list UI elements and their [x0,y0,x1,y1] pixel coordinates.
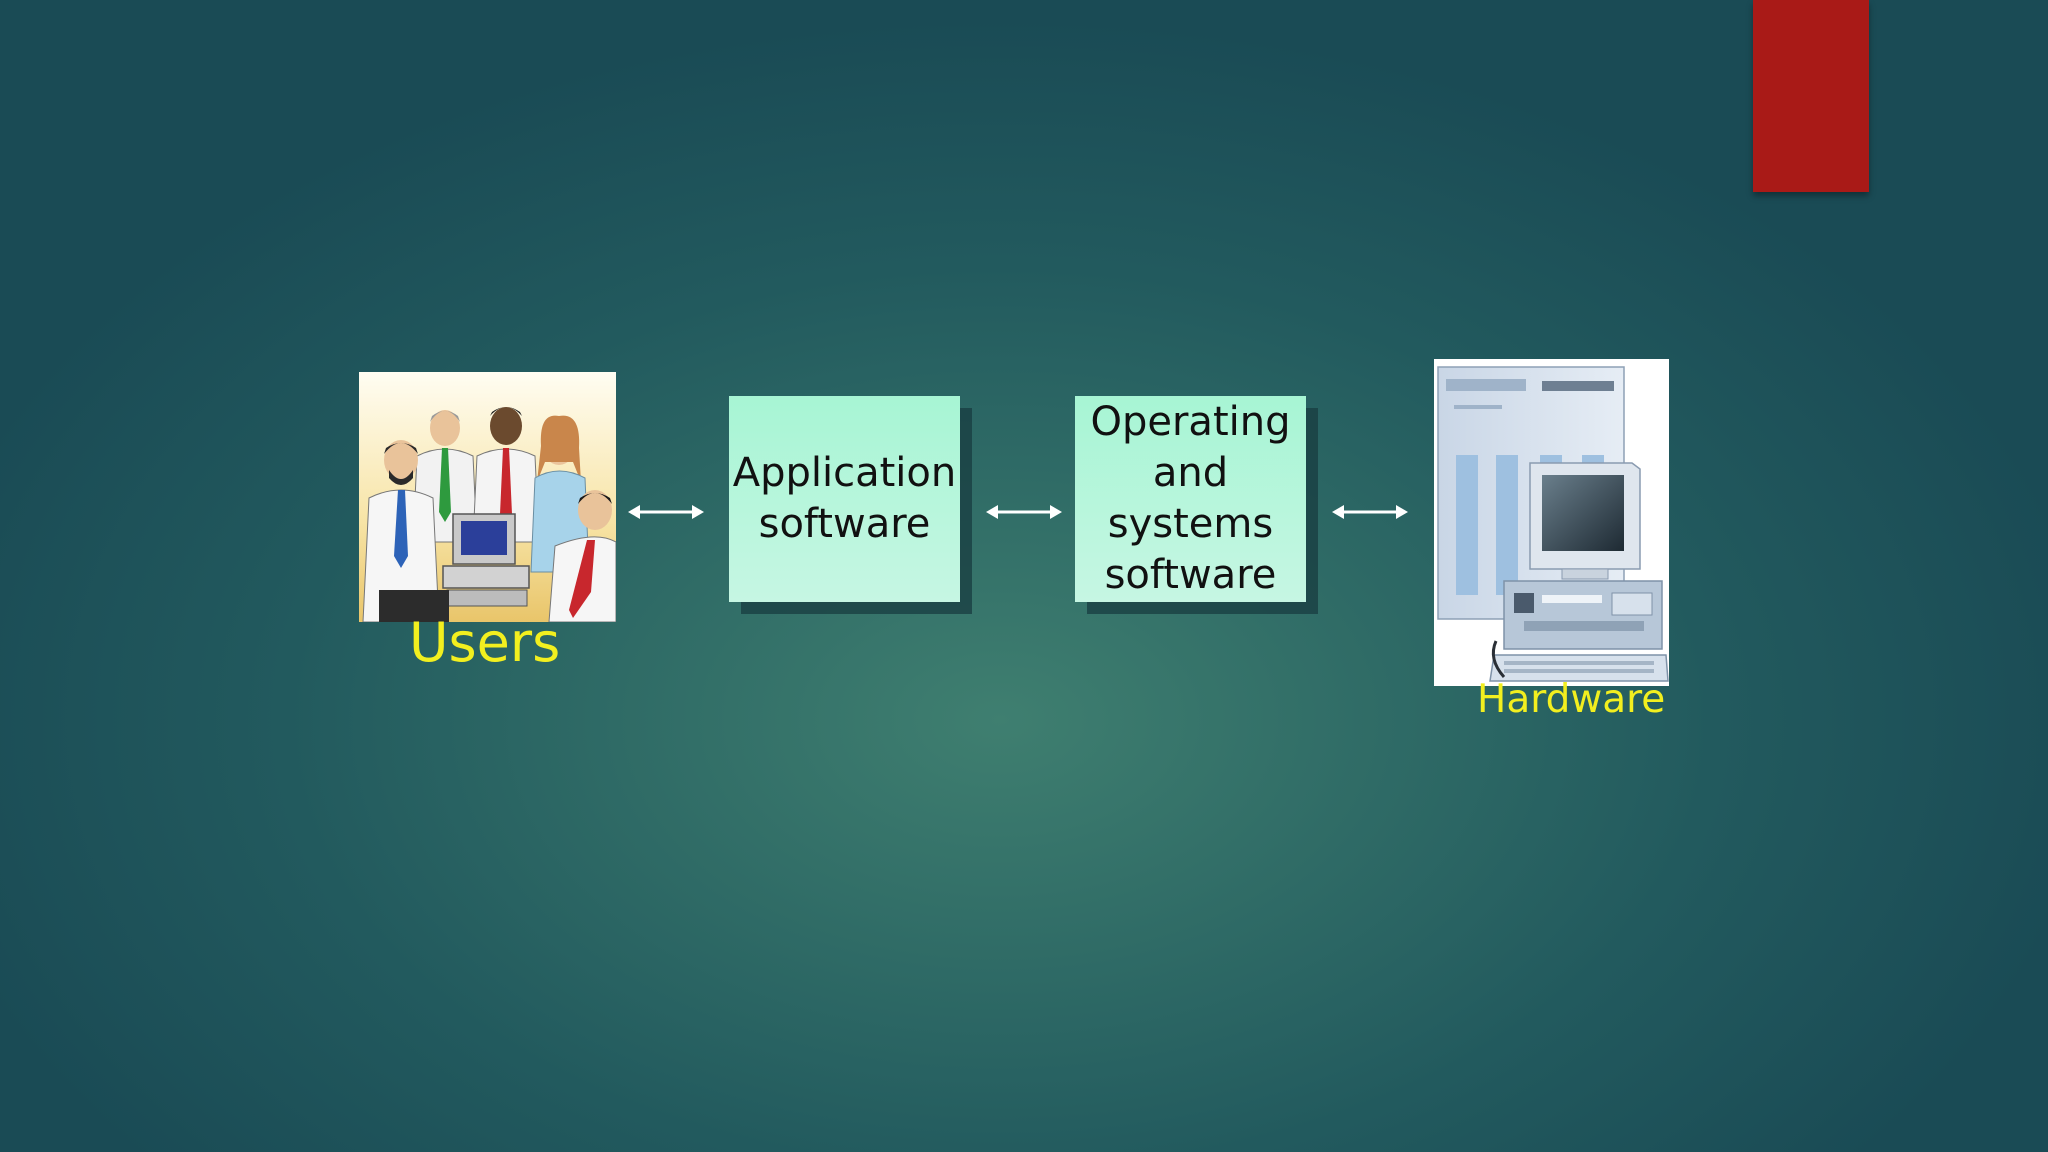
accent-bar [1753,0,1869,192]
application-software-box: Application software [729,396,960,602]
users-label: Users [409,611,561,674]
bidirectional-arrow-icon [628,505,704,519]
users-group-icon [359,372,616,622]
hardware-image [1434,359,1669,686]
operating-systems-software-box: Operating and systems software [1075,396,1306,602]
bidirectional-arrow-icon [1332,505,1408,519]
bidirectional-arrow-icon [986,505,1062,519]
computer-hardware-icon [1434,359,1669,686]
hardware-label: Hardware [1477,677,1666,722]
users-image [359,372,616,622]
